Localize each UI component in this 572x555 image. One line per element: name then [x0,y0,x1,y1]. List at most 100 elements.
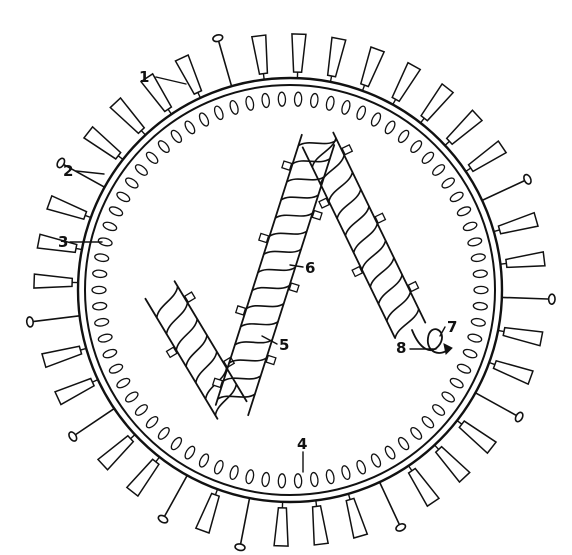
spike-stalk [502,297,548,299]
matrix-loop [370,453,383,469]
spike-body [358,47,384,87]
matrix-loop [245,469,255,484]
spike-club [342,492,368,538]
spike-body [127,457,161,496]
spike-stalk [219,42,232,86]
nucleocapsid-segment [207,128,344,418]
spike-club [252,35,271,80]
label-6: 6 [305,259,315,277]
spike-knob [502,292,556,304]
rope-twist [252,275,289,301]
spike-body [175,55,204,95]
matrix-loop [278,474,286,488]
spike-body [343,498,367,538]
label-2: 2 [63,162,73,180]
spike-head [514,411,524,423]
spike-club [196,487,224,533]
spike-body [252,35,271,74]
matrix-loop [145,150,160,165]
matrix-loop [198,453,211,469]
spike-body [55,376,95,405]
spike-body [406,467,439,506]
spike-head [234,543,245,551]
rope-twist [275,203,312,229]
transcriptase-knob [259,233,269,242]
matrix-loop [169,436,183,452]
matrix-loop [467,333,482,343]
spike-body [419,84,453,123]
matrix-loop [294,474,302,488]
spike-body [445,110,482,146]
spike-club [34,274,78,290]
matrix-loop [462,348,478,359]
spike-club [403,462,439,506]
matrix-loop [294,92,302,106]
matrix-loop [420,150,435,165]
matrix-loop [145,415,160,430]
matrix-loop [370,112,383,128]
transcriptase-knob [282,161,292,170]
matrix-loop [431,403,446,417]
matrix-loop [92,270,107,278]
spike-knob [212,34,236,88]
spike-club [42,342,88,368]
spike-body [34,274,72,289]
matrix-loop [383,120,396,136]
spike-stalk [380,482,399,524]
spike-club [356,47,384,93]
matrix-loop [108,363,124,375]
matrix-loop [473,270,488,278]
spike-body [42,343,82,367]
rna-tail-end [444,344,452,354]
spike-knob [480,173,532,205]
matrix-loop [156,139,171,154]
rope-twist [246,293,283,319]
matrix-loop [456,205,472,217]
matrix-loop [94,253,109,262]
transcriptase-knob [289,283,299,292]
matrix-loop [440,176,456,190]
label-8: 8 [396,339,406,357]
matrix-loop [98,333,113,343]
matrix-loop [462,221,478,232]
spike-club [290,34,306,78]
spike-body [291,34,306,72]
spike-body [390,63,421,103]
matrix-loop [310,472,319,487]
rope-twist [229,348,266,374]
matrix-loop [213,105,225,121]
spike-body [98,434,135,470]
label-4: 4 [297,435,307,453]
spike-knob [234,497,254,551]
matrix-loop [310,93,319,108]
spike-head [67,431,78,443]
spike-club [429,440,469,482]
matrix-loop [229,100,240,115]
spike-body [325,37,346,77]
spike-stalk [475,393,515,415]
spike-club [440,110,482,150]
nucleocapsid-segment [138,277,255,424]
spike-body [110,98,146,135]
spike-knob [26,311,80,327]
spike-club [175,55,206,101]
spike-body [506,252,545,271]
spike-club [453,415,496,453]
spike-club [497,324,543,346]
spike-stalk [241,498,250,543]
spike-club [55,373,101,404]
rope-twist [235,330,272,356]
spike-stalk [482,181,524,200]
matrix-loop [397,436,411,452]
transcriptase-knob [213,378,223,387]
spike-body [310,506,329,545]
matrix-loop [94,318,109,327]
spike-club [84,127,127,165]
matrix-loop [261,93,270,108]
matrix-loop [261,472,270,487]
spike-club [98,429,140,469]
leader-line [156,77,186,84]
matrix-loop [92,302,107,310]
